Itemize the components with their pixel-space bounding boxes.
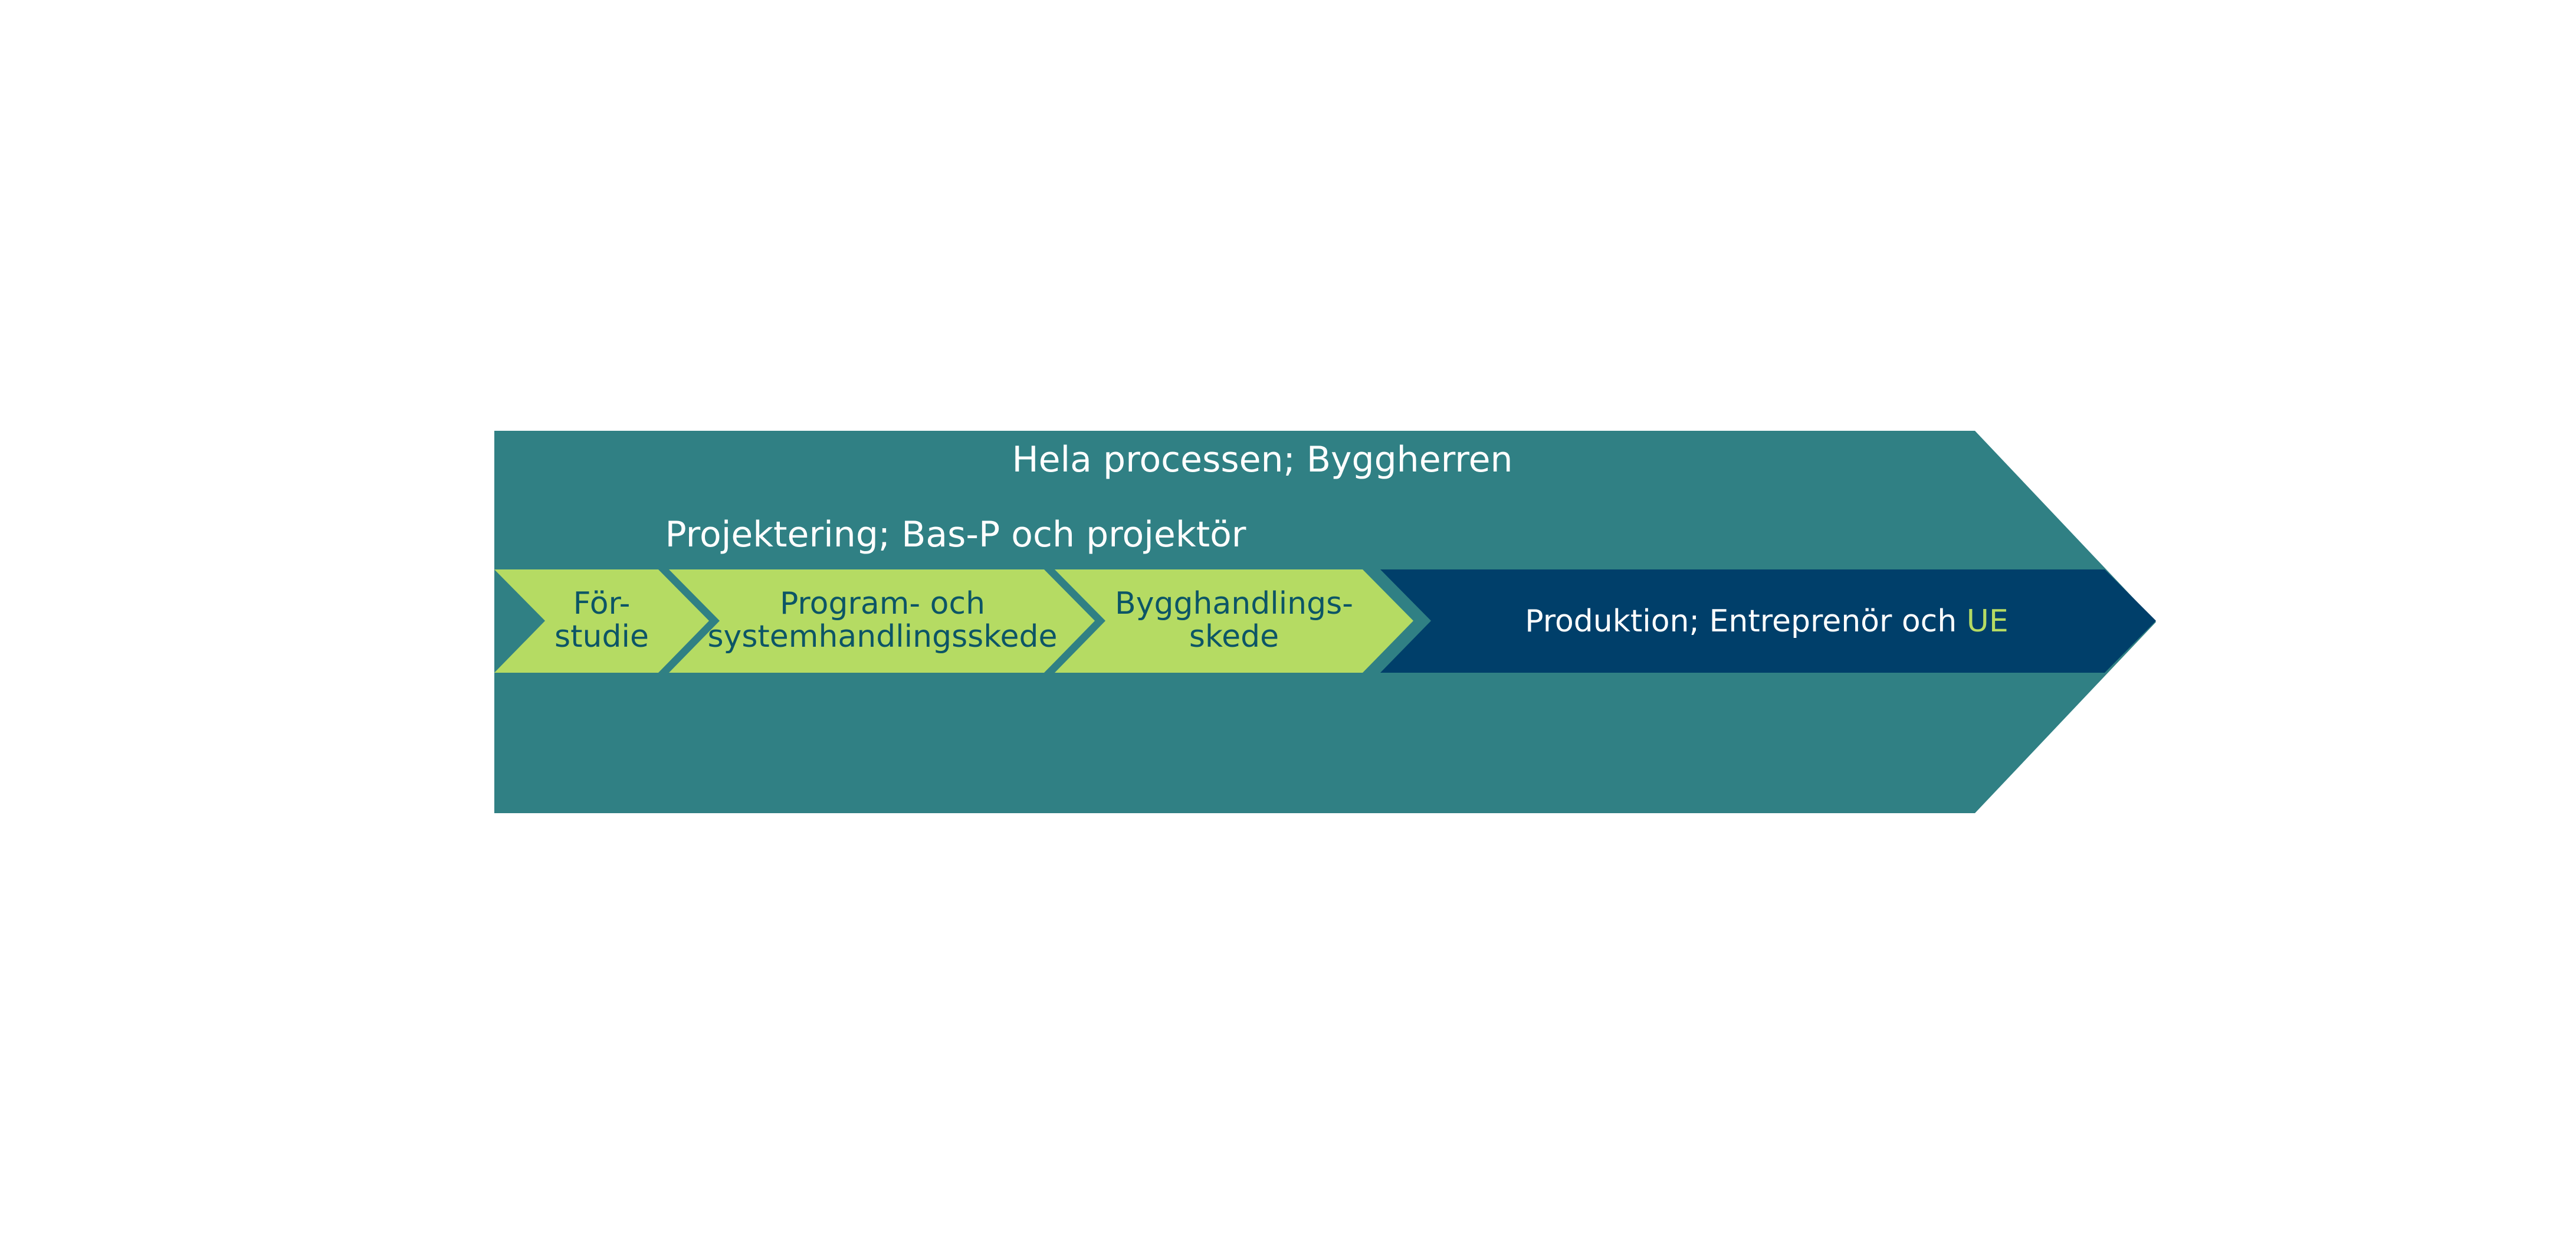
- stage-chevron-bygghandling: [1055, 569, 1413, 673]
- stage-label-forstudie-line2: studie: [554, 619, 649, 654]
- production-arrow: [1380, 569, 2156, 673]
- stage-label-bygghandling-line1: Bygghandlings-: [1115, 586, 1353, 621]
- stage-label-forstudie-line1: För-: [573, 586, 631, 621]
- production-label: Produktion; Entreprenör och UE: [1525, 604, 2008, 639]
- stage-chevron-forstudie: [494, 569, 709, 673]
- stage-label-program-line1: Program- och: [780, 586, 985, 621]
- production-label-highlight: UE: [1967, 604, 2009, 639]
- production-label-text: Produktion; Entreprenör och: [1525, 604, 1966, 639]
- design-phase-label: Projektering; Bas-P och projektör: [665, 514, 1246, 555]
- stage-label-program-line2: systemhandlingsskede: [707, 619, 1057, 654]
- stage-chevron-program: [669, 569, 1095, 673]
- stage-label-bygghandling-line2: skede: [1189, 619, 1279, 654]
- whole-process-label: Hela processen; Byggherren: [1012, 439, 1512, 480]
